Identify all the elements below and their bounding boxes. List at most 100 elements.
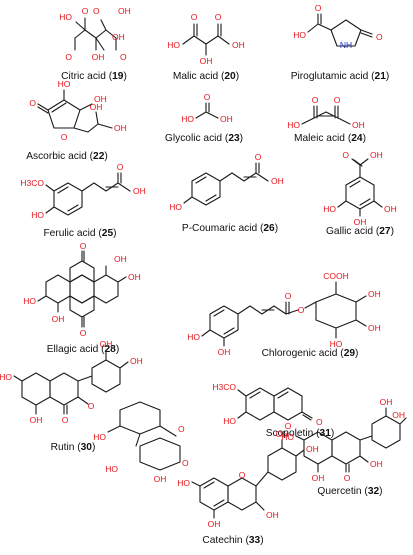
hydroxyl-label: OH [276, 429, 289, 439]
hydroxyl-label: OH [384, 204, 397, 214]
methoxy-label: H3CO [20, 178, 44, 188]
nitrogen-label: NH [340, 40, 352, 50]
rutin-structure: HO OH O OH OH O O HO HO OH O [0, 339, 189, 484]
caption-maleic-acid: Maleic acid (24) [294, 133, 366, 144]
oxygen-label: O [285, 421, 292, 431]
oxygen-label: O [117, 162, 124, 172]
oxygen-label: O [376, 32, 383, 42]
oxygen-label: O [80, 241, 87, 251]
maleic-acid-structure: O O HO OH [287, 95, 365, 130]
hydroxyl-label: OH [352, 120, 365, 130]
hydroxyl-label: OH [392, 410, 405, 420]
caption-glycolic-acid: Glycolic acid (23) [165, 133, 243, 144]
hydroxyl-label: OH [368, 323, 381, 333]
caption-gallic-acid: Gallic acid (27) [326, 226, 394, 237]
methoxy-label: H3CO [212, 382, 236, 392]
hydroxyl-label: OH [232, 40, 245, 50]
hydroxyl-label: OH [52, 314, 65, 324]
hydroxyl-label: OH [208, 519, 221, 529]
hydroxyl-label: OH [114, 123, 127, 133]
hydroxyl-label: OH [220, 114, 233, 124]
hydroxyl-label: HO [330, 339, 343, 349]
oxygen-label: O [342, 150, 349, 160]
oxygen-label: O [29, 98, 36, 108]
oxygen-label: O [204, 92, 211, 102]
oxygen-label: O [65, 52, 72, 62]
hydroxyl-label: OH [218, 347, 231, 357]
hydroxyl-label: OH [94, 94, 107, 104]
hydroxyl-label: OH [368, 289, 381, 299]
caption-ascorbic-acid: Ascorbic acid (22) [26, 151, 108, 162]
malic-acid-structure: O O HO OH OH [167, 12, 245, 66]
hydroxyl-label: HO [181, 114, 194, 124]
hydroxyl-label: OH [370, 150, 383, 160]
hydroxyl-label: OH [30, 415, 43, 425]
hydroxyl-label: HO [223, 416, 236, 426]
scopoletin-structure: H3CO HO O O [212, 382, 323, 431]
hydroxyl-label: OH [154, 474, 167, 484]
oxygen-label: O [82, 6, 89, 16]
oxygen-label: O [80, 328, 87, 338]
hydroxyl-label: HO [105, 464, 118, 474]
caption-p-coumaric-acid: P-Coumaric acid (26) [182, 223, 278, 234]
hydroxyl-label: HO [23, 296, 36, 306]
oxygen-label: O [215, 12, 222, 22]
oxygen-label: O [191, 12, 198, 22]
caption-malic-acid: Malic acid (20) [173, 71, 239, 82]
oxygen-label: O [316, 417, 323, 427]
oxygen-label: O [182, 458, 189, 468]
ellagic-acid-structure: O OH OH HO OH O [23, 241, 141, 338]
hydroxyl-label: HO [293, 30, 306, 40]
hydroxyl-label: HO [187, 332, 200, 342]
hydroxyl-label: HO [167, 40, 180, 50]
caption-chlorogenic-acid: Chlorogenic acid (29) [262, 348, 359, 359]
hydroxyl-label: HO [59, 12, 72, 22]
caption-rutin: Rutin (30) [51, 442, 96, 453]
hydroxyl-label: OH [370, 459, 383, 469]
hydroxyl-label: OH [380, 397, 393, 407]
hydroxyl-label: HO [31, 210, 44, 220]
hydroxyl-label: OH [130, 356, 143, 366]
hydroxyl-label: HO [93, 432, 106, 442]
hydroxyl-label: OH [133, 186, 146, 196]
citric-acid-structure: O HO OH O O OH O OH [59, 6, 131, 62]
ascorbic-acid-structure: O HO OH O OH OH [29, 79, 126, 142]
caption-ellagic-acid: Ellagic acid (28) [47, 344, 120, 355]
oxygen-label: O [88, 401, 95, 411]
oxygen-label: O [315, 3, 322, 13]
hydroxyl-label: HO [177, 478, 190, 488]
oxygen-label: O [178, 424, 185, 434]
hydroxyl-label: OH [266, 510, 279, 520]
hydroxyl-label: OH [200, 56, 213, 66]
hydroxyl-label: HO [58, 79, 71, 89]
oxygen-label: O [120, 52, 127, 62]
caption-catechin: Catechin (33) [202, 535, 263, 546]
p-coumaric-acid-structure: O OH HO [169, 152, 284, 212]
hydroxyl-label: OH [128, 272, 141, 282]
hydroxyl-label: OH [114, 254, 127, 264]
oxygen-label: O [255, 152, 262, 162]
hydroxyl-label: HO [323, 204, 336, 214]
oxygen-label: O [312, 95, 319, 105]
hydroxyl-label: OH [92, 52, 105, 62]
catechin-structure: HO O OH OH OH OH [177, 429, 319, 529]
hydroxyl-label: OH [306, 444, 319, 454]
gallic-acid-structure: O OH HO OH OH [323, 150, 397, 227]
hydroxyl-label: OH [271, 176, 284, 186]
hydroxyl-label: HO [281, 432, 294, 442]
caption-ferulic-acid: Ferulic acid (25) [43, 228, 116, 239]
oxygen-label: O [62, 415, 69, 425]
glycolic-acid-structure: O HO OH [181, 92, 233, 124]
oxygen-label: O [334, 95, 341, 105]
oxygen-label: O [298, 305, 305, 315]
oxygen-label: O [285, 291, 292, 301]
caption-citric-acid: Citric acid (19) [61, 71, 127, 82]
piroglutamic-acid-structure: O HO NH O [293, 3, 383, 50]
caption-scopoletin: Scopoletin (31) [266, 428, 335, 439]
hydroxyl-label: OH [118, 6, 131, 16]
chlorogenic-acid-structure: O O COOH OH HO OH HO OH [187, 271, 381, 357]
ferulic-acid-structure: H3CO O OH HO [20, 162, 145, 220]
hydroxyl-label: HO [169, 202, 182, 212]
